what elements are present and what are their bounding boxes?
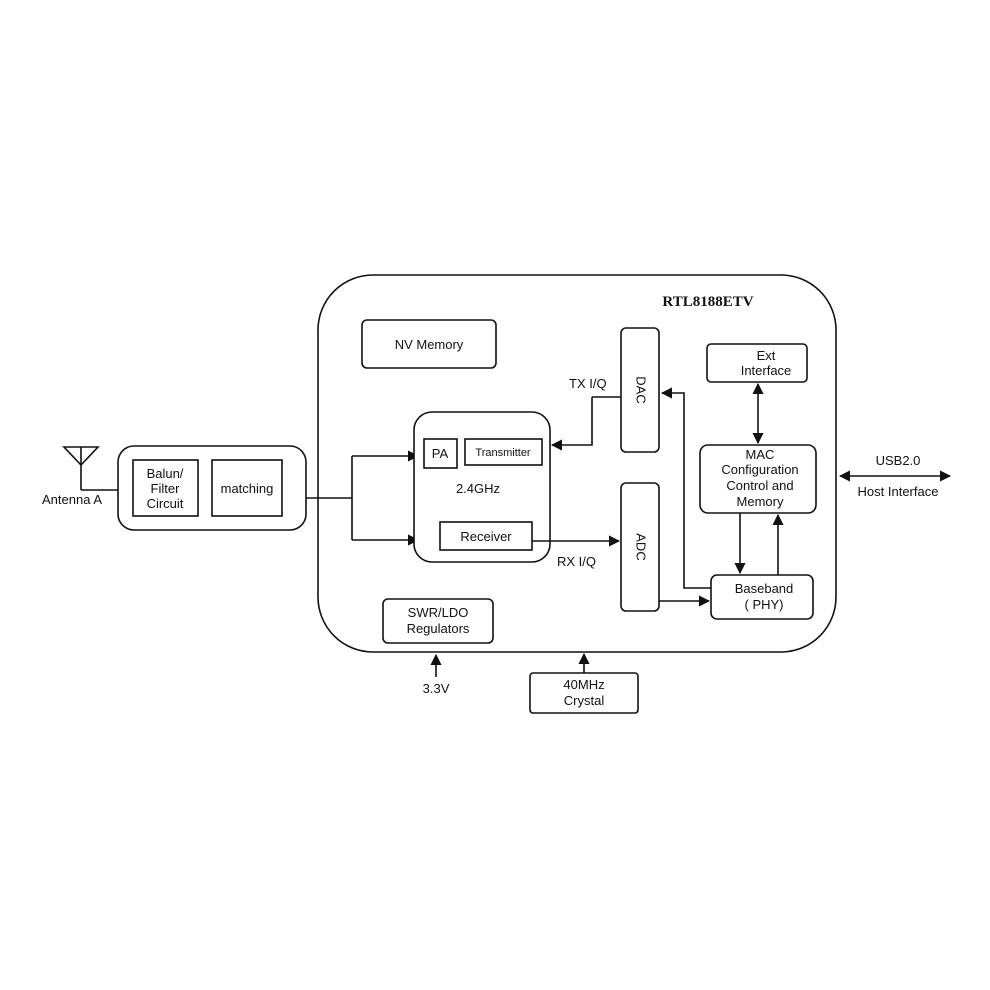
receiver-label: Receiver — [460, 529, 512, 544]
antenna-icon — [62, 446, 100, 490]
usb-label: USB2.0 — [876, 453, 921, 468]
regulators-label: Regulators — [407, 621, 470, 636]
dac-label: DAC — [634, 376, 649, 403]
matching-block — [211, 459, 283, 517]
mac-label: Configuration — [721, 462, 798, 477]
chip-title: RTL8188ETV — [662, 294, 753, 310]
adc-block — [620, 482, 660, 612]
balun-label: Filter — [151, 481, 181, 496]
receiver-block — [439, 521, 533, 551]
baseband-label: ( PHY) — [745, 597, 784, 612]
mac-block — [699, 444, 817, 514]
mac-label: Memory — [737, 494, 784, 509]
regulators-block — [382, 598, 494, 644]
pa-block — [423, 438, 458, 469]
crystal-label: Crystal — [564, 693, 605, 708]
ext-interface-label: Ext — [757, 348, 776, 363]
rf-split-connector — [306, 450, 420, 546]
tx-iq-arrow — [550, 397, 593, 451]
ext-interface-label: Interface — [741, 363, 792, 378]
nv-memory-block — [361, 319, 497, 369]
balun-filter-circuit — [132, 459, 199, 517]
tx-iq-label: TX I/Q — [569, 376, 607, 391]
matching-label: matching — [221, 481, 274, 496]
regulators-label: SWR/LDO — [408, 605, 469, 620]
rx-iq-label: RX I/Q — [557, 554, 596, 569]
mac-label: Control and — [726, 478, 793, 493]
balun-label: Balun/ — [147, 466, 184, 481]
transmitter-block — [464, 438, 543, 466]
adc-label: ADC — [634, 533, 649, 560]
host-interface-label: Host Interface — [858, 484, 939, 499]
dac-block — [620, 327, 660, 453]
transmitter-label: Transmitter — [475, 447, 531, 459]
mac-label: MAC — [746, 447, 775, 462]
voltage-label: 3.3V — [423, 681, 450, 696]
ext-interface-block — [706, 343, 808, 383]
baseband-to-dac-arrow — [660, 387, 711, 589]
baseband-block — [710, 574, 814, 620]
crystal-label: 40MHz — [563, 677, 604, 692]
balun-label: Circuit — [147, 496, 184, 511]
pa-label: PA — [432, 446, 449, 461]
nv-memory-label: NV Memory — [395, 337, 464, 352]
antenna-label: Antenna A — [42, 492, 102, 507]
rf-frequency-label: 2.4GHz — [456, 481, 500, 496]
baseband-label: Baseband — [735, 581, 794, 596]
